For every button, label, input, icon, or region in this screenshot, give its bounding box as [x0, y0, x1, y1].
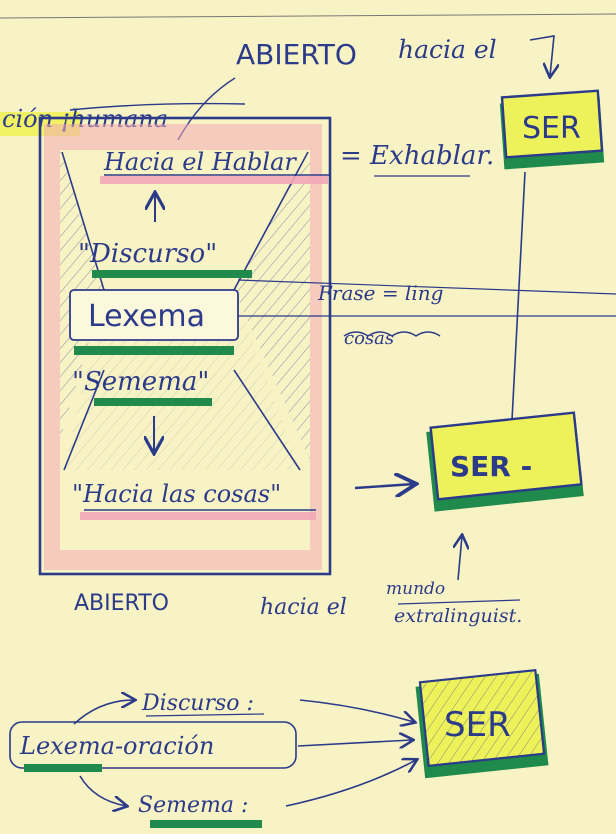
text-lexema-oracion: Lexema-oración: [19, 732, 214, 760]
underline-humana: [69, 102, 246, 111]
lexema-box: [69, 289, 239, 341]
arrow-discurso-to-ser: [299, 699, 414, 722]
arrow-to-semema: [79, 775, 126, 806]
green-mark-lexema: [74, 346, 234, 355]
ser-bottom-label: SER: [444, 705, 511, 745]
ser-middle-label: SER -: [450, 450, 532, 483]
line-ser-top-to-middle: [511, 171, 526, 421]
paper-top-line: [0, 13, 616, 19]
ser-top-label: SER: [522, 111, 581, 146]
main-frame-border: [38, 116, 332, 576]
text-lexema: Lexema: [88, 299, 205, 334]
arrow-to-ser-middle: [354, 484, 414, 488]
arrow-mundo-to-ser: [458, 536, 462, 581]
green-mark-discurso: [92, 270, 252, 278]
green-mark-semema: [94, 398, 212, 406]
arrow-to-ser-top: [529, 35, 554, 76]
green-mark-semema-lower: [150, 820, 262, 828]
text-hacia-el-bottom: hacia el: [260, 595, 347, 620]
text-frase-scribble: cosas: [344, 328, 394, 349]
text-semema: "Semema": [72, 367, 209, 397]
text-abierto-top: ABIERTO: [236, 38, 357, 71]
text-hacia-el-top: hacia el: [398, 35, 497, 64]
lexema-oracion-box: [9, 721, 297, 769]
ser-box-top: [500, 89, 604, 159]
text-extralinguist: extralinguist.: [394, 605, 522, 627]
text-ex-hablar: = Exhablar.: [340, 141, 494, 171]
text-discurso-lower: Discurso :: [141, 691, 254, 716]
text-hacia-el-hablar: Hacia el Hablar: [103, 148, 297, 176]
text-abierto-bottom: ABIERTO: [74, 591, 169, 616]
arrow-lexema-to-ser: [297, 740, 412, 746]
text-semema-lower: Semema :: [138, 793, 248, 818]
arrow-to-discurso: [73, 700, 134, 725]
green-mark-lexema-lower: [24, 764, 102, 772]
text-frase-ling: Frase = ling: [317, 281, 443, 305]
arrow-semema-to-ser: [285, 760, 416, 807]
text-mundo: mundo: [386, 579, 445, 599]
ser-box-middle: [429, 411, 583, 501]
hatch-right: [234, 150, 310, 460]
text-hacia-las-cosas: "Hacia las cosas": [72, 480, 281, 508]
text-discurso: "Discurso": [78, 239, 217, 269]
